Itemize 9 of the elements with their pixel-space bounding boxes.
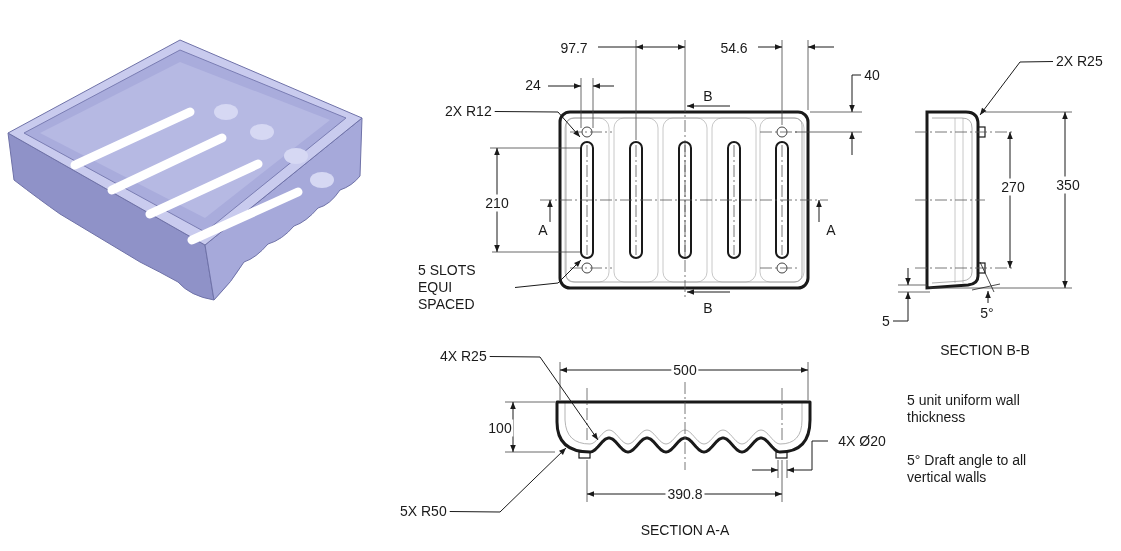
dimension-text: 100 (486, 419, 514, 437)
dimension-text: 210 (483, 194, 511, 212)
leader-line (489, 356, 599, 441)
leader-line (514, 259, 582, 288)
leader-line (449, 447, 567, 513)
dimension-text: 350 (1054, 176, 1082, 194)
leader-line (979, 61, 1054, 116)
leader-line (494, 111, 581, 138)
dimension-text: 270 (999, 178, 1027, 196)
